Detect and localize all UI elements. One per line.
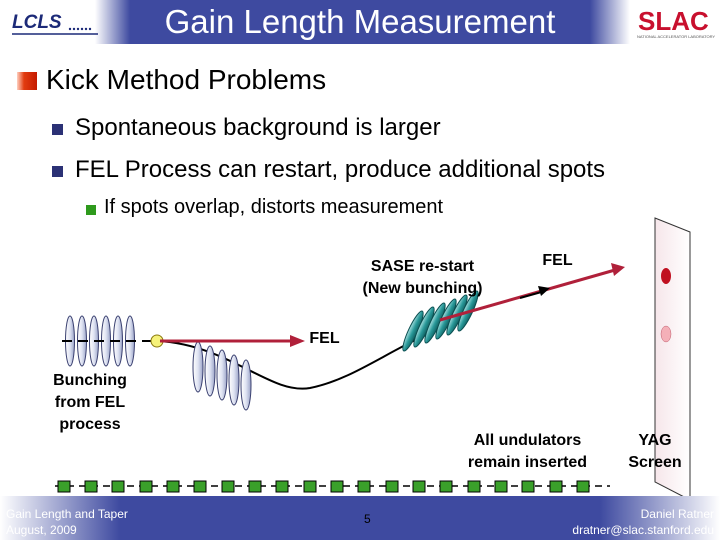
bullet-text: FEL Process can restart, produce additio… — [75, 156, 606, 183]
lcls-logo: LCLS — [10, 8, 100, 38]
heading-bullet-icon — [17, 72, 37, 90]
fel-top-label: FEL — [542, 252, 573, 269]
sase-restart-bunches — [402, 290, 479, 352]
bullet-square-icon — [52, 124, 63, 135]
fel-mid-label: FEL — [309, 330, 340, 347]
page-number: 5 — [364, 512, 371, 526]
sase-restart-label: SASE re-start (New bunching) — [362, 258, 483, 297]
bunching-label: Bunching from FEL process — [53, 372, 127, 433]
svg-text:SLAC: SLAC — [638, 6, 709, 36]
footer-left: Gain Length and Taper August, 2009 — [6, 507, 128, 537]
yag-screen-label: YAG Screen — [628, 432, 682, 471]
sub-bullet-square-icon — [86, 205, 96, 215]
footer-right: Daniel Ratner dratner@slac.stanford.edu — [572, 507, 714, 537]
electron-bunches-left — [65, 315, 135, 367]
header-bar — [0, 0, 720, 44]
undulator-row — [55, 480, 610, 493]
slac-logo: SLAC NATIONAL ACCELERATOR LABORATORY — [636, 4, 716, 40]
bullet-text: Spontaneous background is larger — [75, 114, 441, 141]
undulators-label: All undulators remain inserted — [467, 432, 588, 471]
sub-bullet-text: If spots overlap, distorts measurement — [104, 196, 444, 218]
svg-text:NATIONAL ACCELERATOR LABORATOR: NATIONAL ACCELERATOR LABORATORY — [637, 34, 715, 39]
electron-bunches-kicked — [192, 341, 252, 411]
svg-text:LCLS: LCLS — [12, 12, 62, 33]
footer-bar — [0, 496, 720, 540]
bullet-square-icon — [52, 166, 63, 177]
heading-text: Kick Method Problems — [46, 64, 327, 95]
slide-title: Gain Length Measurement — [164, 3, 556, 40]
